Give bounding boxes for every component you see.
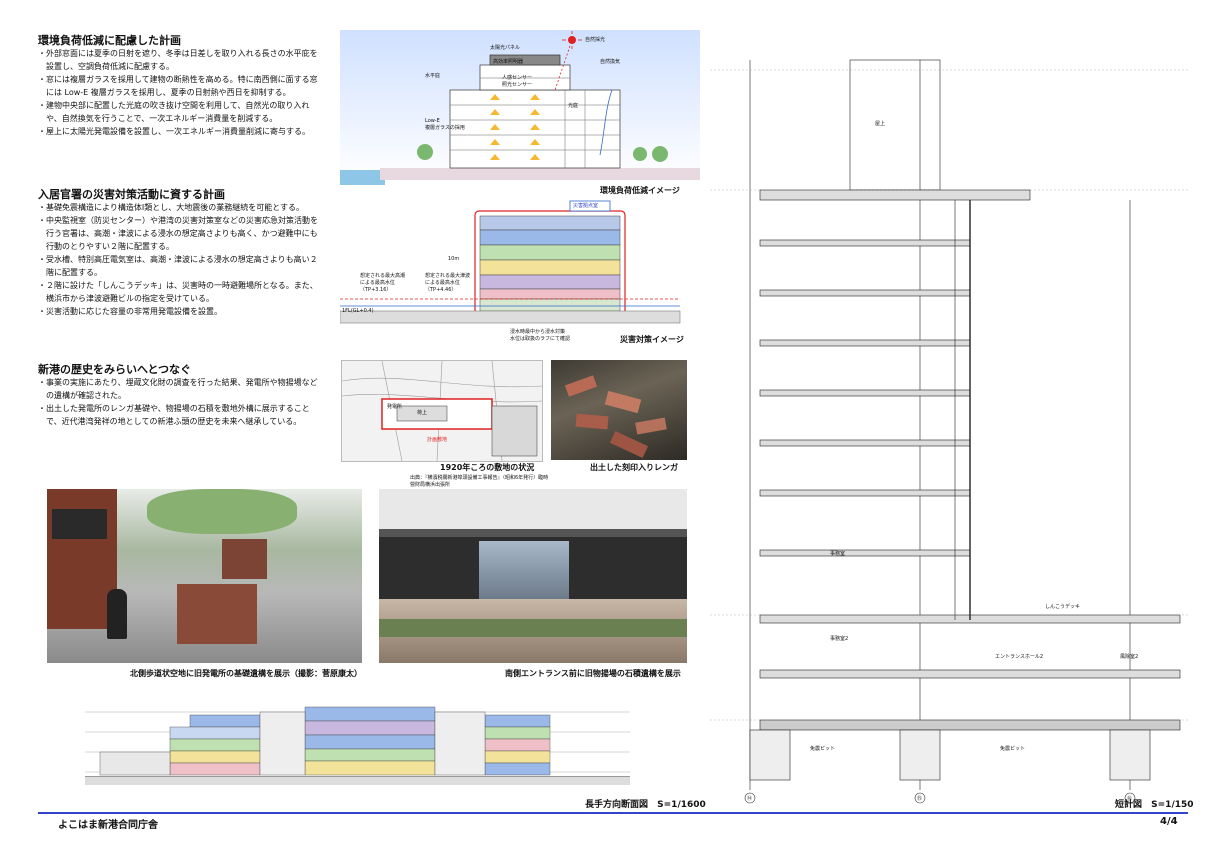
history-map-svg (342, 361, 542, 461)
disaster-bullet: 災害活動に応じた容量の非常用発電設備を設置。 (38, 305, 322, 318)
flood-note: 浸水時最中から浸水対策 水位は取扱のラフにて確認 (510, 329, 571, 342)
vent-label: 自然換気 (600, 59, 621, 65)
long-section-svg (85, 706, 630, 785)
south-entrance-photo (379, 489, 687, 663)
map-site-label: 計画敷地 (427, 437, 448, 443)
room-entrance-hall: エントランスホール2 (995, 654, 1044, 660)
solar-label: 太陽光パネル (490, 45, 521, 51)
room-pit-2: 免震ピット (1000, 746, 1026, 752)
history-bullet: 事業の実施にあたり、埋蔵文化財の調査を行った結果、発電所や物揚場などの遺構が確認… (38, 376, 322, 402)
disaster-title: 入居官署の災害対策活動に資する計画 (38, 188, 225, 201)
disaster-bullet: 受水槽、特別高圧電気室は、高潮・津波による浸水の想定高さよりも高い２階に配置する… (38, 253, 322, 279)
detail-section-drawing: 屋上 しんこうデッキ エントランスホール2 風除室2 免震ピット 免震ピット 事… (710, 50, 1190, 805)
lightwell-label: 光庭 (568, 103, 579, 109)
north-walkway-photo (47, 489, 362, 663)
brick-photo (551, 360, 687, 460)
env-diagram-svg (340, 30, 700, 185)
disaster-diagram-caption: 災害対策イメージ (620, 335, 684, 344)
footer-rule (38, 812, 1188, 814)
map-station-label: 発電所 (387, 404, 403, 410)
room-vestibule: 風除室2 (1120, 654, 1139, 660)
disaster-bullet: 中央監視室（防災センター）や港湾の災害対策室などの災害応急対策活動を行う官署は、… (38, 214, 322, 253)
south-photo-caption: 南側エントランス前に旧物揚場の石積遺構を展示 (505, 669, 681, 678)
footer-page: 4/4 (1160, 816, 1178, 827)
env-diagram-caption: 環境負荷低減イメージ (600, 186, 680, 195)
history-bullets: 事業の実施にあたり、埋蔵文化財の調査を行った結果、発電所や物揚場などの遺構が確認… (38, 376, 322, 428)
history-title: 新港の歴史をみらいへとつなぐ (38, 363, 192, 376)
room-rooftop: 屋上 (875, 121, 886, 127)
axis-16: ⑯ (1127, 796, 1133, 802)
map-caption: 1920年ころの敷地の状況 (440, 463, 535, 472)
axis-15: ⑮ (917, 796, 923, 802)
room-deck: しんこうデッキ (1045, 604, 1081, 610)
disaster-diagram-svg (340, 200, 681, 324)
long-section-scale: S=1/1600 (657, 800, 706, 810)
long-section-drawing (85, 697, 685, 797)
history-map: 発電所 荷上 計画敷地 (341, 360, 543, 462)
ten-meter-label: 10m (448, 256, 460, 262)
sun-label: 自然採光 (585, 37, 606, 43)
env-bullet: 屋上に太陽光発電設備を設置し、一次エネルギー消費量削減に寄与する。 (38, 125, 318, 138)
gl-label: 1FL(GL+0.4) (342, 308, 374, 314)
sensor-label: 人感センサー 照光センサー (502, 75, 533, 88)
disaster-diagram: 災害拠点室 想定される最大高潮 による最高水位 （TP+3.16） 想定される最… (340, 196, 700, 346)
map-source: 出典：『横濱税關新港埠頭設備工事報告』（昭和6年発行）臨時營財局横浜出張所 (410, 475, 549, 488)
flood-surge-label: 想定される最大高潮 による最高水位 （TP+3.16） (360, 273, 406, 293)
lowe-label: Low-E 複層ガラスの採用 (425, 118, 465, 131)
disaster-bullet: 基礎免震構造により構造体Ⅰ類とし、大地震後の業務継続を可能とする。 (38, 201, 322, 214)
axis-14: ⑭ (747, 796, 753, 802)
room-pit-1: 免震ピット (810, 746, 836, 752)
env-bullets: 外部窓面には夏季の日射を遮り、冬季は日差しを取り入れる長さの水平庇を設置し、空調… (38, 47, 318, 138)
disaster-hq-label: 災害拠点室 (573, 203, 599, 209)
detail-section-title: 短計図 S=1/150 (1115, 797, 1194, 810)
env-diagram: 太陽光パネル 自然採光 自然換気 水平庇 Low-E 複層ガラスの採用 人感セン… (340, 30, 700, 195)
env-bullet: 建物中央部に配置した光庭の吹き抜け空間を利用して、自然光の取り入れや、自然換気を… (38, 99, 318, 125)
env-title: 環境負荷低減に配慮した計画 (38, 34, 181, 47)
env-bullet: 外部窓面には夏季の日射を遮り、冬季は日差しを取り入れる長さの水平庇を設置し、空調… (38, 47, 318, 73)
footer-title: よこはま新港合同庁舎 (58, 820, 158, 831)
eave-label: 水平庇 (425, 73, 441, 79)
map-area-label: 荷上 (417, 410, 428, 416)
history-bullet: 出土した発電所のレンガ基礎や、物揚場の石積を敷地外構に展示することで、近代港湾発… (38, 402, 322, 428)
lighting-label: 高効率照明器 (493, 59, 524, 65)
disaster-bullets: 基礎免震構造により構造体Ⅰ類とし、大地震後の業務継続を可能とする。中央監視室（防… (38, 201, 322, 318)
detail-section-scale: S=1/150 (1151, 800, 1194, 810)
long-section-title: 長手方向断面図 S=1/1600 (585, 797, 706, 810)
room-office-1: 事務室 (830, 551, 846, 557)
long-section-label: 長手方向断面図 (585, 800, 649, 810)
env-bullet: 窓には複層ガラスを採用して建物の断熱性を高める。特に南西側に面する窓には Low… (38, 73, 318, 99)
brick-caption: 出土した刻印入りレンガ (590, 463, 678, 472)
room-office-2: 事務室2 (830, 636, 849, 642)
disaster-bullet: ２階に設けた「しんこうデッキ」は、災害時の一時避難場所となる。また、横浜市から津… (38, 279, 322, 305)
flood-tsunami-label: 想定される最大津波 による最高水位 （TP+4.46） (425, 273, 471, 293)
detail-section-svg (710, 59, 1190, 804)
north-photo-caption: 北側歩道状空地に旧発電所の基礎遺構を展示（撮影：菅原康太） (130, 669, 362, 678)
detail-section-label: 短計図 (1115, 800, 1143, 810)
